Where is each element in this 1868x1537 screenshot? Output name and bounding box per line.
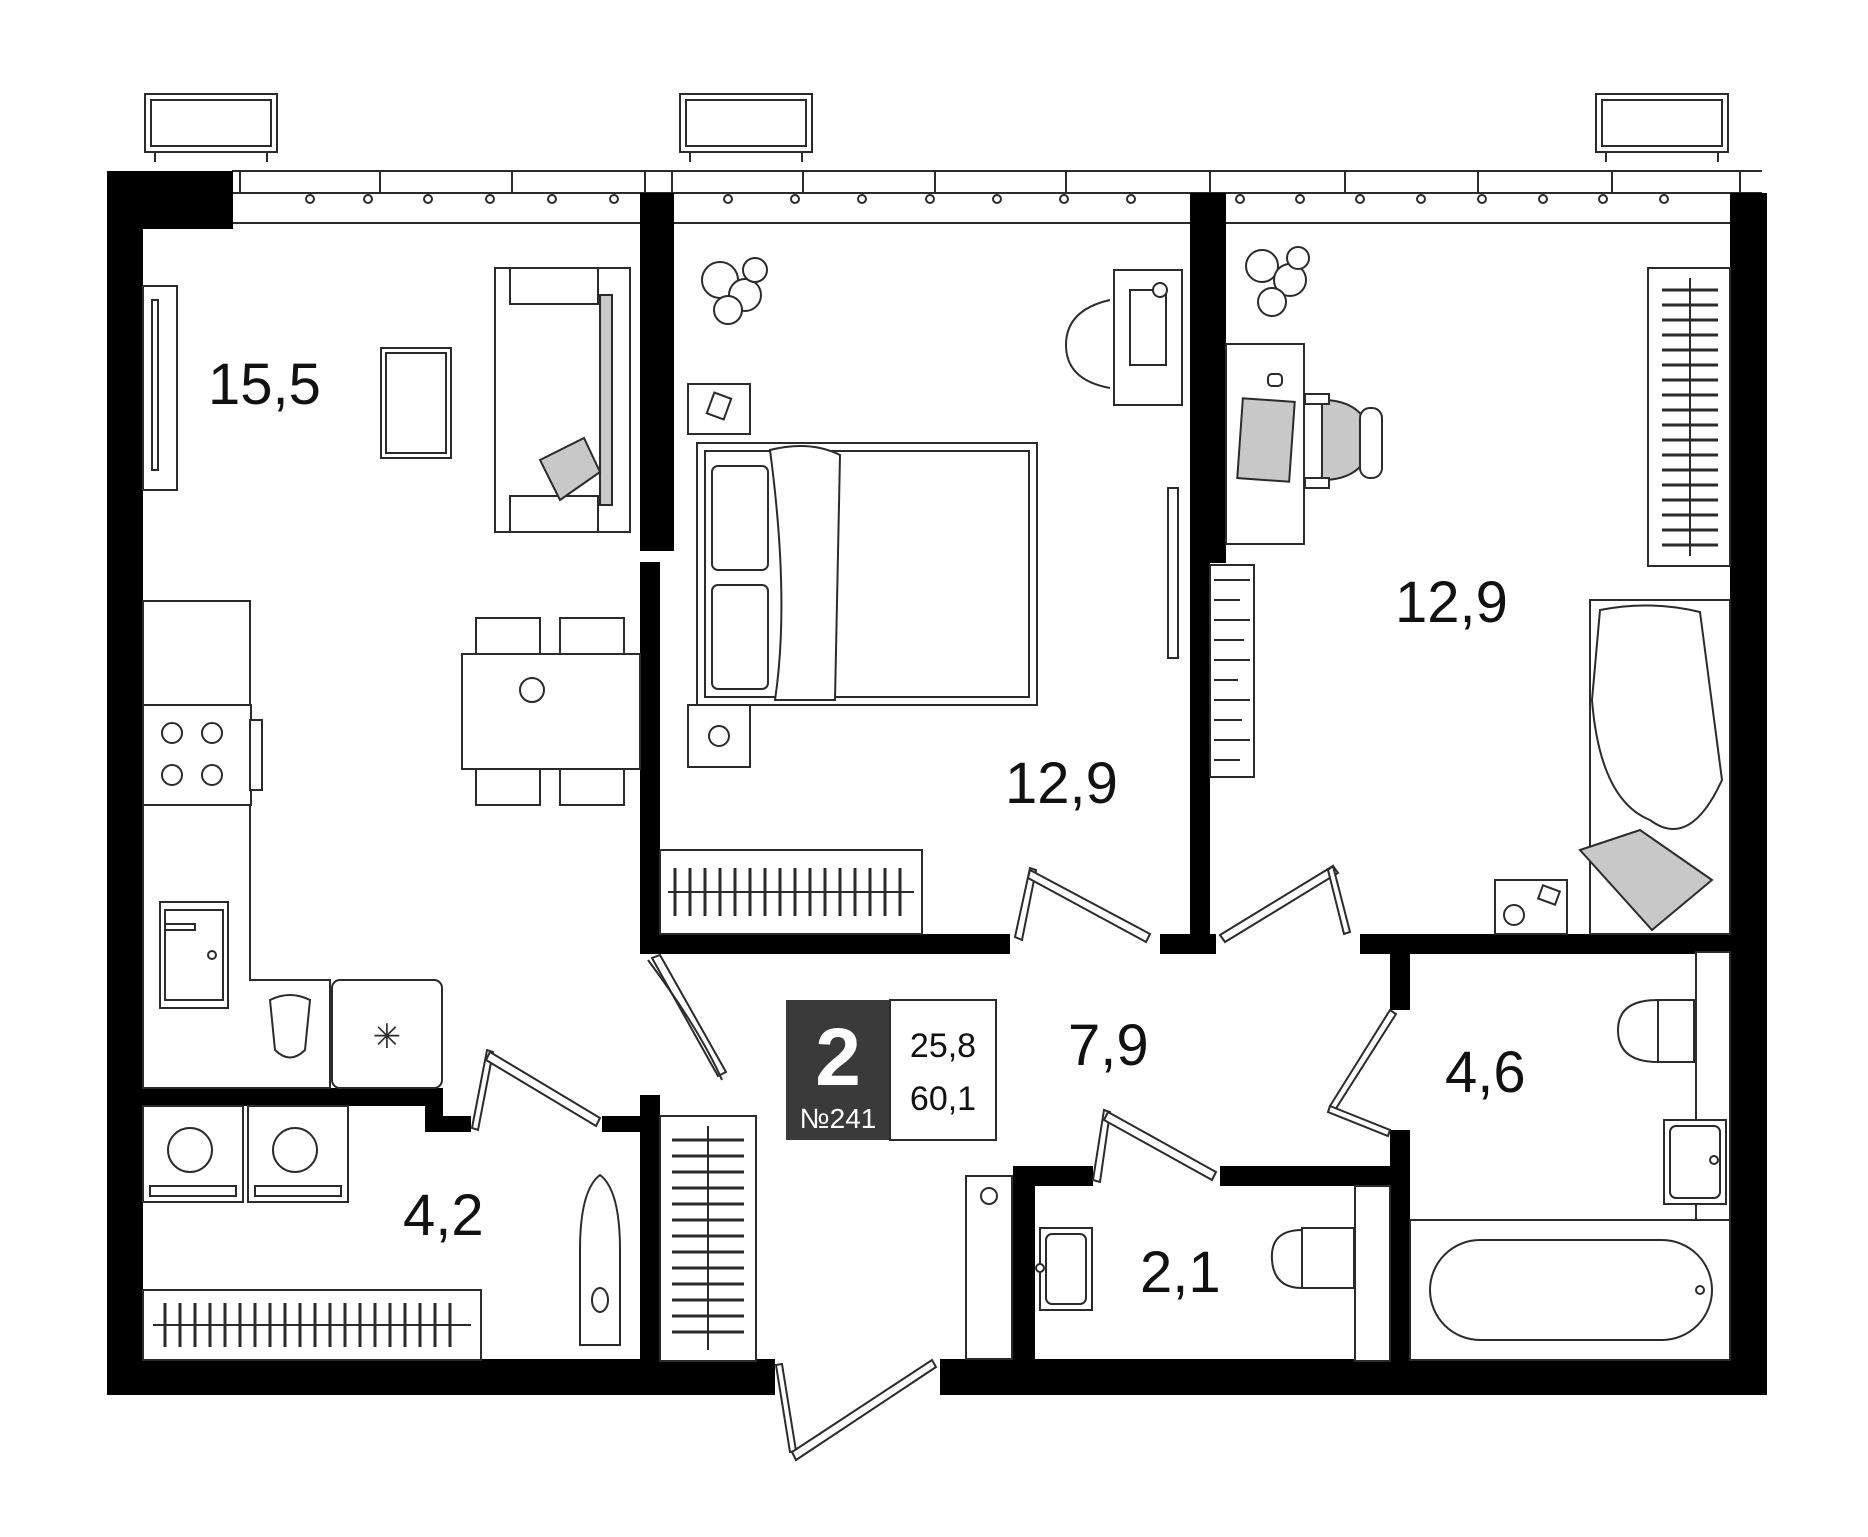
toilet-icon [1270, 1227, 1355, 1290]
walls [107, 171, 1767, 1395]
room-area-toilet: 2,1 [1140, 1240, 1221, 1305]
wardrobe-hangers [673, 868, 902, 916]
stove-icon [142, 704, 252, 806]
room-area-living: 15,5 [208, 352, 321, 417]
apartment-badge: 2 №241 25,8 60,1 [786, 999, 997, 1141]
iron-icon [579, 1173, 621, 1346]
badge-rooms-count: 2 [815, 1012, 861, 1103]
laundry-furniture [142, 1105, 621, 1361]
bookshelf-ticks [1214, 579, 1250, 761]
glazing-dots [305, 194, 1669, 204]
bathroom-furniture [1409, 951, 1731, 1361]
badge-frame [889, 999, 997, 1141]
glazing-ticks [239, 171, 1741, 193]
badge-apartment-number: №241 [800, 1103, 877, 1134]
plant-icon [1245, 246, 1310, 317]
hall-hangers [672, 1138, 744, 1334]
room-labels: 15,5 12,9 12,9 7,9 4,6 4,2 2,1 [208, 352, 1526, 1305]
toilet-icon [1616, 998, 1695, 1064]
doors [470, 864, 1398, 1462]
badge-living-area: 25,8 [910, 1027, 976, 1065]
badge-dark [786, 1000, 890, 1140]
hall-furniture [659, 1115, 1013, 1362]
room-area-laundry: 4,2 [403, 1183, 484, 1248]
wardrobe [142, 285, 178, 491]
room-area-bedroom: 12,9 [1005, 751, 1118, 816]
room-area-kids: 12,9 [1395, 570, 1508, 635]
dining-table [461, 653, 641, 770]
window-unit-icon [144, 93, 1729, 162]
laundry-hangers [163, 1303, 452, 1347]
badge-total-area: 60,1 [910, 1080, 976, 1118]
room-area-hall: 7,9 [1068, 1013, 1149, 1078]
fridge-icon-glyph: ✳ [373, 1017, 402, 1057]
living-furniture [142, 267, 641, 1089]
bedroom-furniture [659, 257, 1183, 935]
glazing [232, 170, 1762, 224]
fridge [331, 979, 443, 1089]
toilet-room-furniture [1035, 1185, 1391, 1362]
kids-wardrobe-hangers [1662, 288, 1718, 547]
plant-icon [701, 257, 768, 325]
room-area-bathroom: 4,6 [1445, 1040, 1526, 1105]
